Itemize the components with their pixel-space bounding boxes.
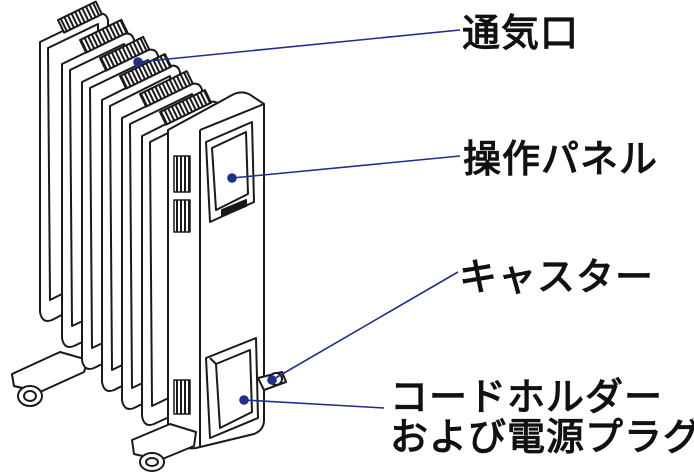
label-control-panel: 操作パネル	[463, 137, 659, 181]
label-vent: 通気口	[462, 11, 580, 55]
cord-holder	[205, 337, 259, 439]
callout-lines	[133, 29, 461, 409]
caster-left	[11, 351, 89, 407]
label-caster: キャスター	[459, 255, 655, 299]
callout-line-caster	[267, 271, 459, 385]
heater-illustration	[11, 0, 287, 472]
control-panel	[205, 121, 255, 223]
caster-front	[131, 423, 197, 472]
callout-line-cord	[239, 395, 385, 409]
label-cord-holder: コードホルダー および電源プラグ	[390, 375, 694, 459]
callout-line-vent	[133, 29, 461, 67]
label-cord-line-2: および電源プラグ	[390, 414, 694, 459]
label-cord-line-1: コードホルダー	[390, 375, 664, 419]
callout-line-panel	[227, 155, 461, 183]
